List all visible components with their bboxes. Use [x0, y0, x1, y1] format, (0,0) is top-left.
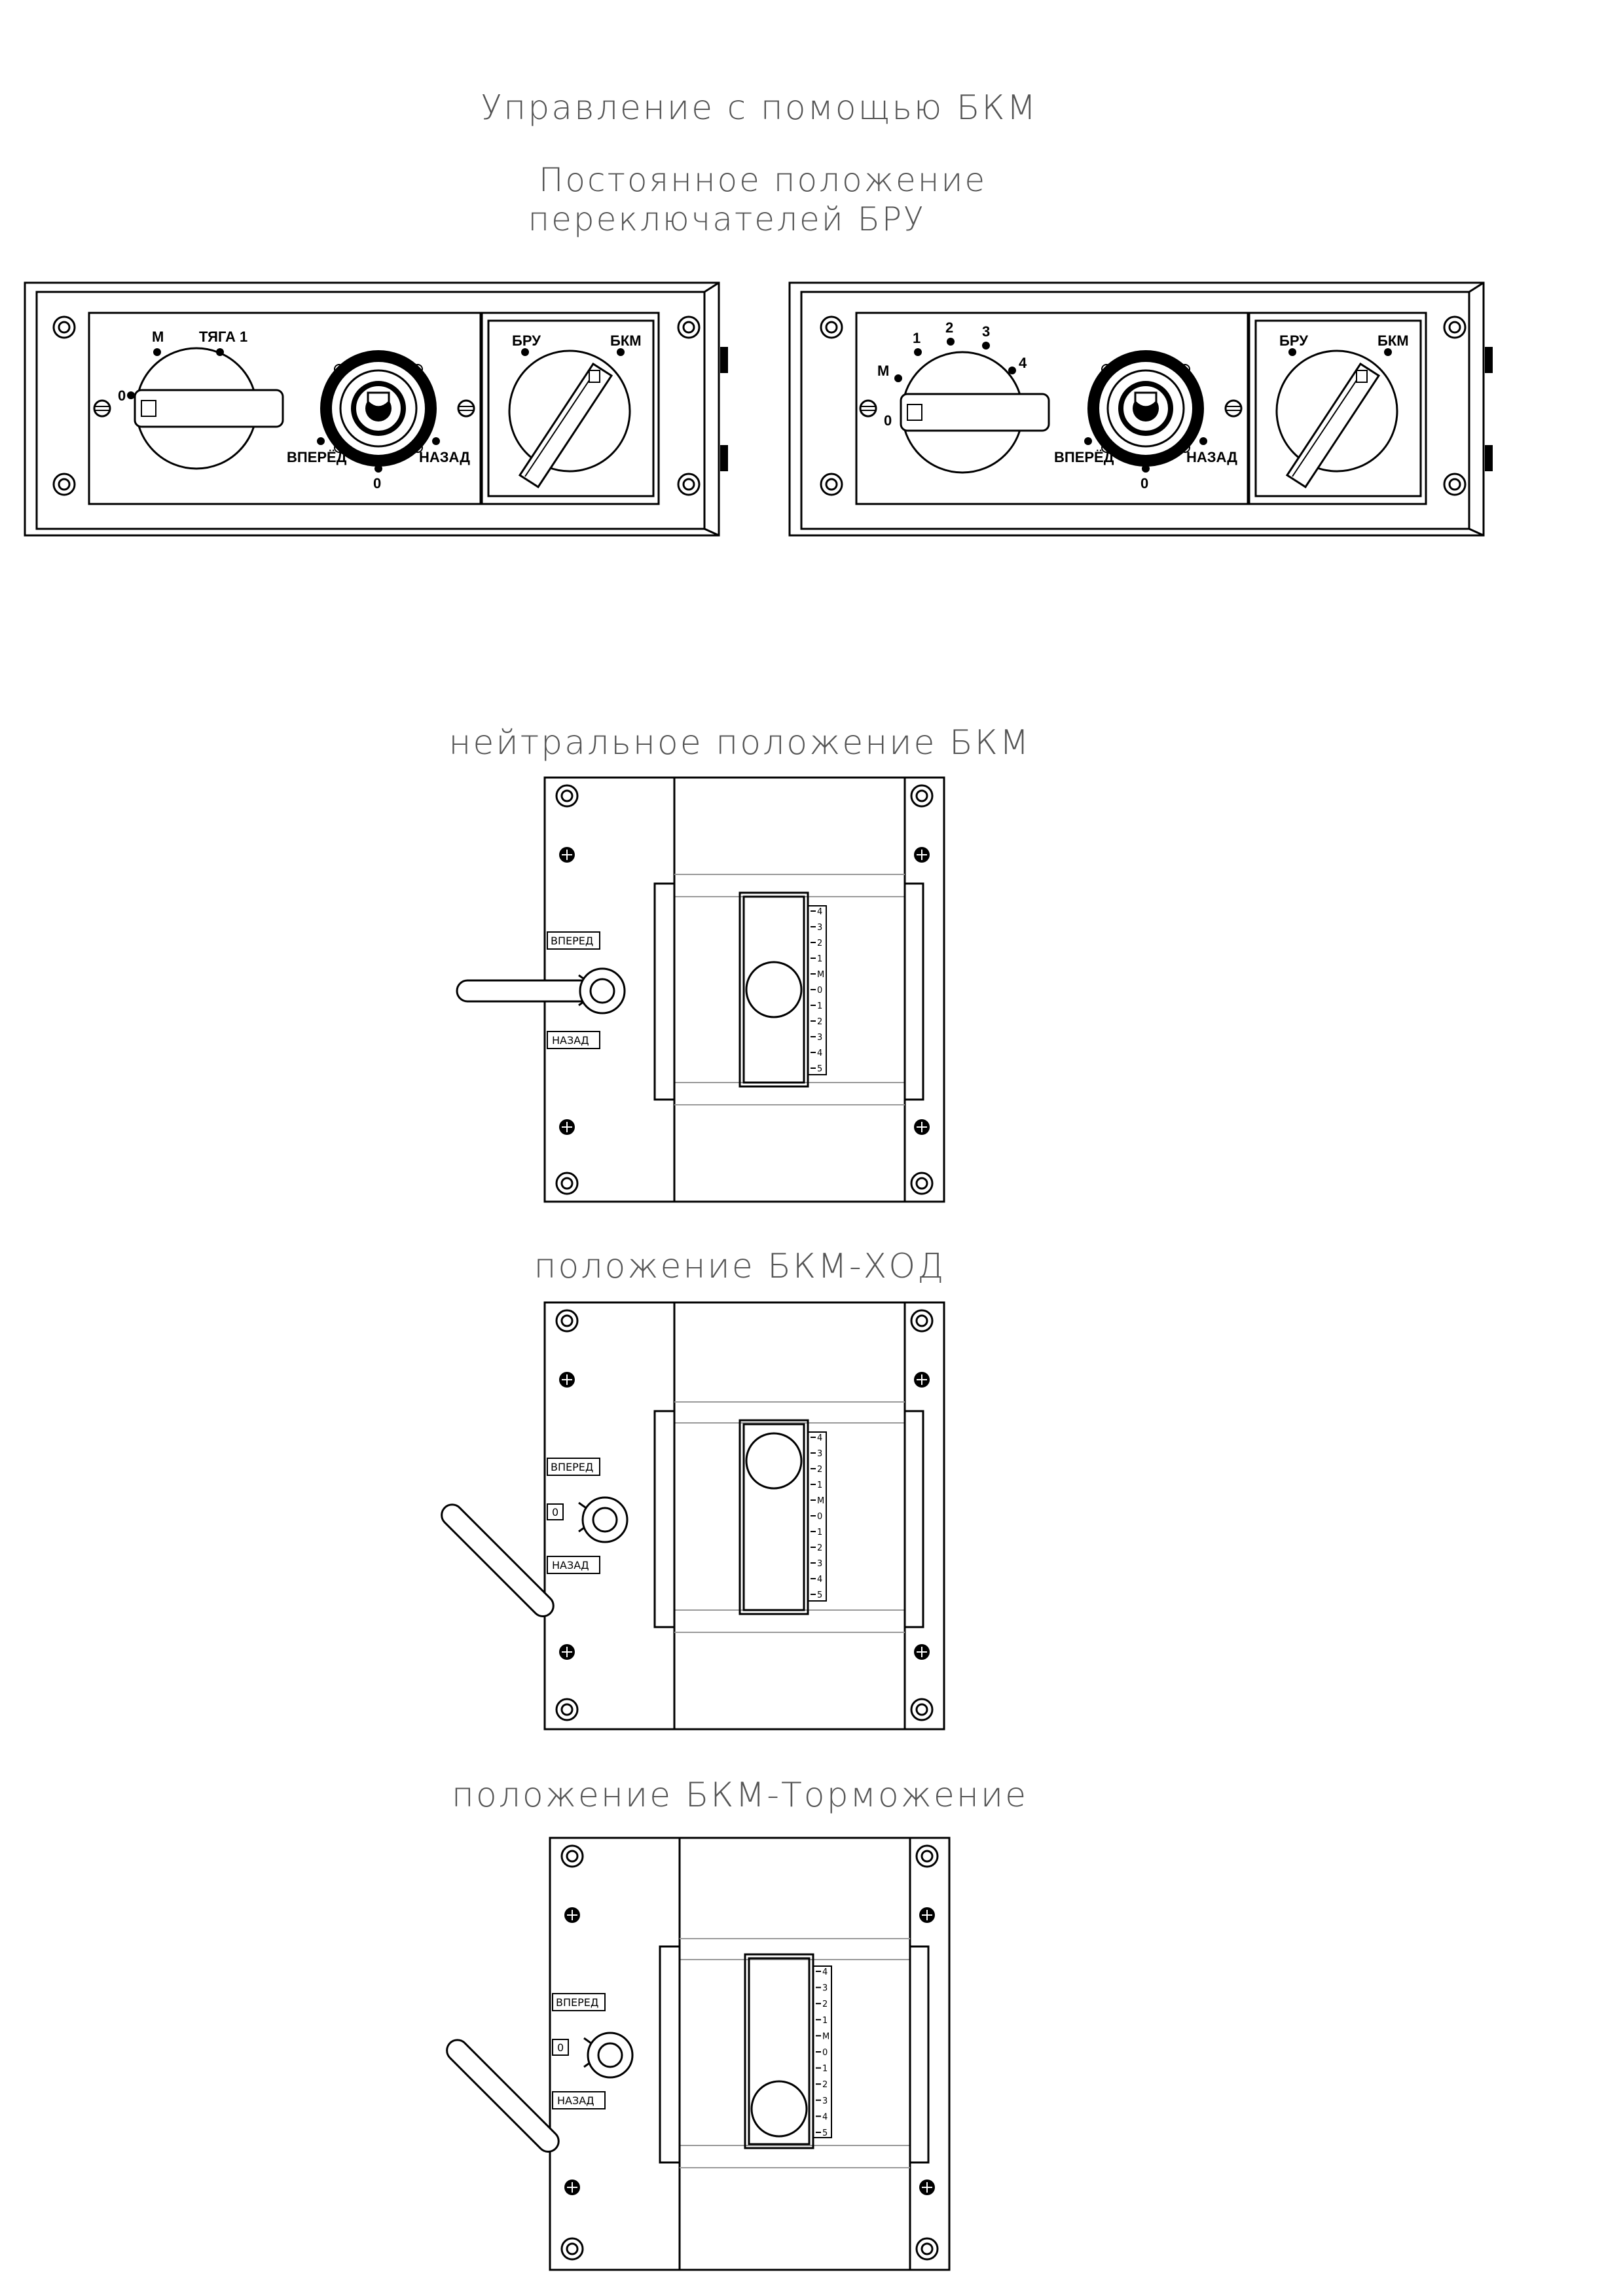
hod-scale-label-5: 0: [817, 1512, 822, 1522]
brake-forward-label: ВПЕРЕД: [556, 1996, 598, 2009]
neutral-scale-label-5: 0: [817, 986, 822, 996]
title-main: Управление с помощью БКМ: [481, 88, 1038, 128]
neutral-scale-label-3: 1: [817, 954, 822, 964]
left-back-label: НАЗАД: [419, 449, 470, 465]
title-neutral: нейтральное положение БКМ: [448, 723, 1030, 762]
brake-back-label: НАЗАД: [557, 2094, 594, 2107]
right-back-label: НАЗАД: [1186, 449, 1237, 465]
hod-scale-label-0: 4: [817, 1433, 822, 1443]
brake-zero-label: 0: [557, 2041, 564, 2054]
neutral-scale-label-4: М: [817, 970, 824, 980]
hod-scale-label-2: 2: [817, 1465, 822, 1475]
brake-scale-label-9: 4: [822, 2112, 828, 2122]
right-reverse-zero-label: 0: [1140, 475, 1148, 492]
panel-right: М 0 1 2 3 4 ВПЕРЁД 0 НАЗАД БРУ БКМ: [788, 281, 1493, 537]
right-n3-label: 3: [982, 323, 990, 340]
brake-scale-label-1: 3: [822, 1984, 828, 1994]
neutral-back-label: НАЗАД: [552, 1034, 589, 1047]
right-m-label: М: [877, 363, 889, 379]
hod-forward-label: ВПЕРЕД: [551, 1461, 593, 1473]
left-m-label: М: [152, 329, 164, 345]
hod-scale-label-3: 1: [817, 1480, 822, 1490]
brake-scale-label-2: 2: [822, 2000, 828, 2009]
brake-scale-label-6: 1: [822, 2064, 828, 2074]
title-sub-2: переключателей БРУ: [528, 200, 925, 238]
right-forward-label: ВПЕРЁД: [1054, 449, 1114, 465]
neutral-forward-label: ВПЕРЕД: [551, 935, 593, 947]
left-traction-label: ТЯГА 1: [199, 329, 247, 345]
right-n1-label: 1: [913, 330, 921, 346]
left-zero-label: 0: [118, 387, 126, 404]
right-bru-label: БРУ: [1279, 332, 1308, 349]
brake-scale-label-0: 4: [822, 1967, 828, 1977]
brake-scale-label-5: 0: [822, 2048, 828, 2058]
neutral-scale-label-8: 3: [817, 1033, 822, 1043]
hod-scale-label-1: 3: [817, 1449, 822, 1459]
neutral-scale-label-9: 4: [817, 1049, 822, 1058]
neutral-scale-label-1: 3: [817, 923, 822, 933]
left-forward-label: ВПЕРЁД: [287, 449, 347, 465]
hod-back-label: НАЗАД: [552, 1559, 589, 1571]
left-bru-label: БРУ: [512, 332, 541, 349]
hod-scale-label-7: 2: [817, 1543, 822, 1553]
title-hod: положение БКМ-ХОД: [534, 1247, 945, 1286]
right-zero-label: 0: [884, 412, 892, 429]
neutral-scale-label-0: 4: [817, 907, 822, 917]
neutral-scale-label-7: 2: [817, 1017, 822, 1027]
hod-scale-label-6: 1: [817, 1528, 822, 1537]
hod-scale-label-4: М: [817, 1496, 824, 1506]
left-reverse-zero-label: 0: [373, 475, 381, 492]
brake-scale-label-4: М: [822, 2032, 830, 2041]
hod-scale-label-9: 4: [817, 1575, 822, 1585]
right-n2-label: 2: [945, 319, 953, 336]
title-sub-1: Постоянное положение: [539, 161, 987, 199]
left-bkm-label: БКМ: [610, 332, 642, 349]
panel-left: М ТЯГА 1 0 ВПЕРЁД 0 НАЗАД БРУ БКМ: [24, 281, 728, 537]
hod-scale-label-10: 5: [817, 1590, 822, 1600]
brake-scale-label-10: 5: [822, 2128, 828, 2138]
brake-scale-label-8: 3: [822, 2096, 828, 2106]
hod-zero-label: 0: [552, 1506, 558, 1518]
title-brake: положение БКМ-Торможение: [452, 1776, 1028, 1815]
right-bkm-label: БКМ: [1377, 332, 1409, 349]
brake-scale-label-7: 2: [822, 2080, 828, 2090]
right-n4-label: 4: [1019, 355, 1027, 371]
brake-scale-label-3: 1: [822, 2016, 828, 2026]
neutral-scale-label-10: 5: [817, 1064, 822, 1074]
hod-scale-label-8: 3: [817, 1559, 822, 1569]
neutral-scale-label-2: 2: [817, 939, 822, 948]
neutral-scale-label-6: 1: [817, 1001, 822, 1011]
